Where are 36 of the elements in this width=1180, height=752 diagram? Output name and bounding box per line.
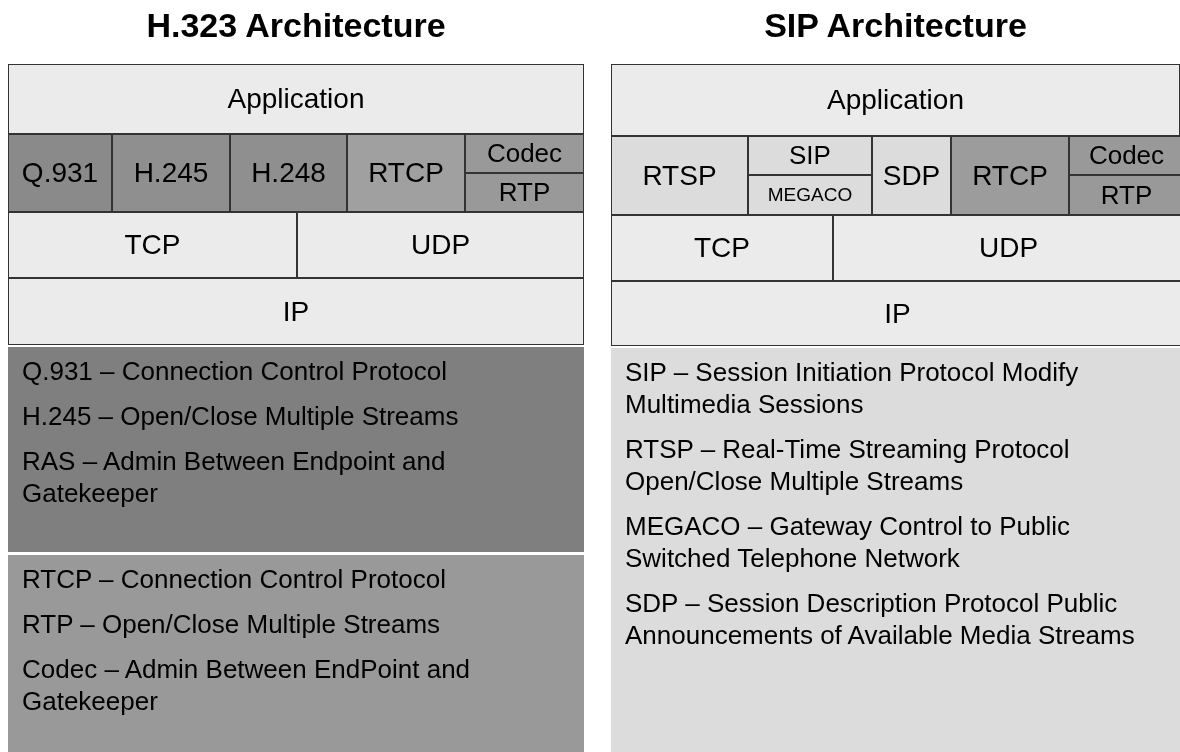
description-text: RTSP – Real-Time Streaming Protocol Open/Close Multiple Streams [625,433,1071,497]
protocol-layer-box: IP [611,281,1180,346]
description-text: RTCP – Connection Control Protocol [22,563,447,595]
description-panel [8,555,584,752]
section-heading: SIP Architecture [763,6,1028,45]
protocol-layer-box: TCP [611,215,833,281]
description-panel [611,348,1180,752]
protocol-layer-box: H.248 [230,134,347,212]
protocol-layer-box: MEGACO [748,175,872,215]
protocol-layer-box: UDP [297,212,584,278]
protocol-layer-box: H.245 [112,134,230,212]
protocol-layer-box: RTP [465,173,584,212]
description-text: Q.931 – Connection Control Protocol [22,355,448,387]
protocol-layer-box: UDP [833,215,1180,281]
protocol-layer-box: RTCP [347,134,465,212]
protocol-layer-box: Application [611,64,1180,136]
protocol-layer-box: SDP [872,136,951,215]
protocol-layer-box: RTP [1069,175,1180,215]
description-text: SIP – Session Initiation Protocol Modify Multimedia Sessions [625,356,1080,420]
protocol-layer-box: Codec [465,134,584,173]
description-panel [8,347,584,552]
section-heading: H.323 Architecture [145,6,447,45]
protocol-layer-box: IP [8,278,584,345]
description-text: H.245 – Open/Close Multiple Streams [22,400,460,432]
description-text: Codec – Admin Between EndPoint and Gatekeeper [22,653,472,717]
protocol-layer-box: RTSP [611,136,748,215]
protocol-layer-box: TCP [8,212,297,278]
protocol-layer-box: Q.931 [8,134,112,212]
protocol-layer-box: SIP [748,136,872,175]
description-text: MEGACO – Gateway Control to Public Switched Telephone Network [625,510,1072,574]
protocol-layer-box: Application [8,64,584,134]
protocol-layer-box: Codec [1069,136,1180,175]
description-text: RTP – Open/Close Multiple Streams [22,608,442,640]
description-text: SDP – Session Description Protocol Public Announcements of Available Media Streams [625,587,1136,651]
protocol-layer-box: RTCP [951,136,1069,215]
description-text: RAS – Admin Between Endpoint and Gatekeeper [22,445,447,509]
